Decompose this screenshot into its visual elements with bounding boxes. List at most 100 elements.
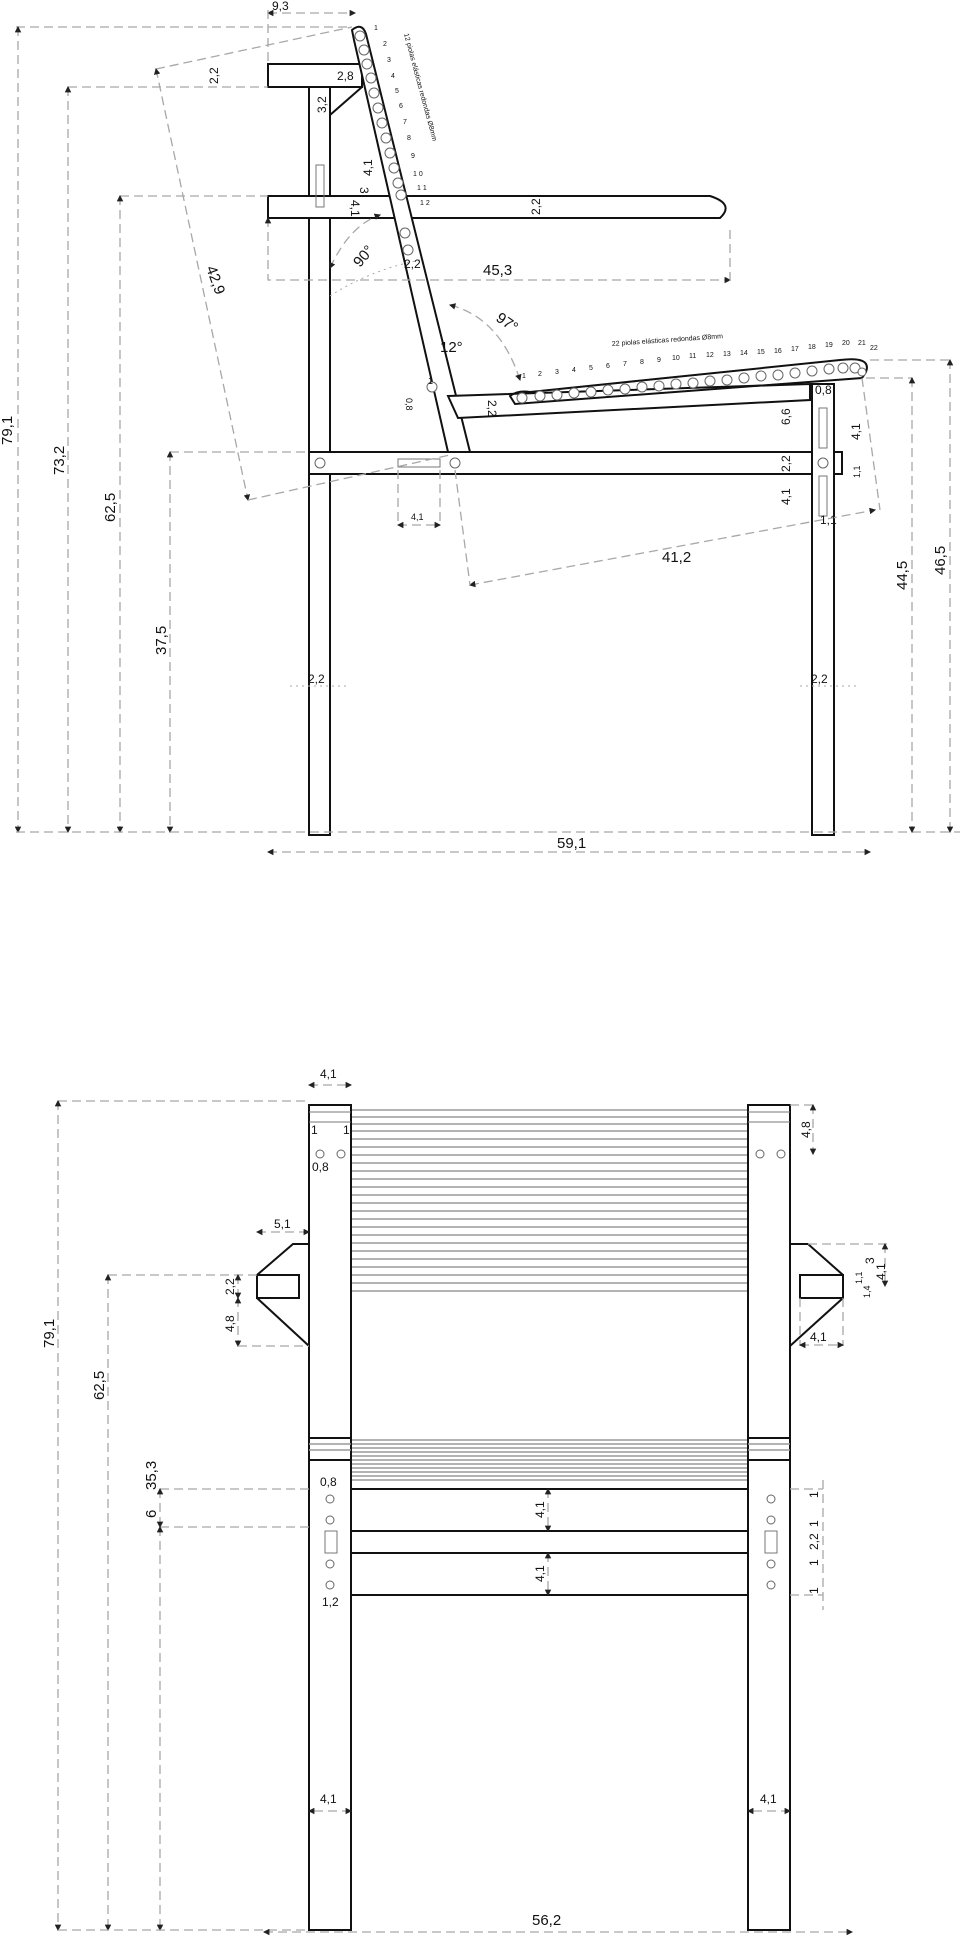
pivot-offset-label: 1 — [428, 376, 433, 386]
svg-text:2: 2 — [383, 41, 387, 48]
slot-width-label: 4,1 — [411, 512, 424, 522]
right-arm-14-label: 1,4 — [862, 1285, 872, 1298]
top-rail-thickness-label: 2,2 — [207, 67, 221, 84]
front-rail-height-label: 2,2 — [779, 455, 793, 472]
post-width-top-label: 4,1 — [320, 1067, 337, 1081]
leg-width-right-label: 4,1 — [760, 1792, 777, 1806]
overall-width-label: 56,2 — [532, 1912, 561, 1929]
svg-text:19: 19 — [825, 342, 833, 349]
back-angle-label: 90° — [350, 242, 378, 270]
svg-text:11: 11 — [689, 353, 696, 360]
svg-text:12: 12 — [706, 352, 714, 359]
arm-thickness-label: 2,2 — [223, 1278, 237, 1295]
backrest-length-label: 42,9 — [202, 264, 228, 297]
peg — [315, 164, 325, 208]
front-hole-gap-label: 1,1 — [852, 465, 862, 478]
seat-angle-label: 97° — [493, 309, 521, 336]
svg-text:1 0: 1 0 — [413, 171, 423, 178]
rail-hole-label: 0,8 — [320, 1475, 337, 1489]
lower-height-label: 35,3 — [143, 1461, 160, 1490]
back-slats — [352, 1109, 748, 1292]
right-arm-41-label: 4,1 — [874, 1263, 888, 1280]
side-labels: 79,1 73,2 62,5 37,5 9,3 2,2 2,8 3,2 42,9… — [0, 0, 949, 852]
middle-rail — [350, 1530, 749, 1554]
front-lower-slot-label: 4,1 — [779, 488, 793, 505]
svg-text:15: 15 — [757, 349, 765, 356]
svg-text:10: 10 — [672, 355, 680, 362]
side-dimensions — [14, 9, 960, 856]
hole-offset-right-label: 1 — [343, 1123, 350, 1137]
brace-width-label: 2,8 — [337, 69, 354, 83]
arm-projection-label: 5,1 — [274, 1217, 291, 1231]
rail-gap-lower-label: 4,1 — [533, 1565, 547, 1582]
rear-leg-width-label: 2,2 — [308, 672, 325, 686]
seat-length-label: 41,2 — [662, 549, 691, 566]
svg-text:13: 13 — [723, 351, 731, 358]
front-leg-hole-label: 0,8 — [815, 383, 832, 397]
svg-text:4: 4 — [391, 73, 395, 80]
front-leg-offset-label: 1,1 — [820, 513, 837, 527]
svg-text:7: 7 — [403, 119, 407, 126]
back-member-width-label: 2,2 — [404, 257, 421, 271]
svg-text:18: 18 — [808, 344, 816, 351]
svg-text:8: 8 — [407, 135, 411, 142]
hole-diameter-label: 0,8 — [312, 1160, 329, 1174]
front-armrest-height-label: 62,5 — [91, 1371, 108, 1400]
front-leg — [811, 383, 835, 836]
svg-text:1: 1 — [522, 373, 526, 380]
svg-text:22: 22 — [870, 345, 878, 352]
right-hole-gap-2: 1 — [807, 1520, 821, 1527]
right-hole-gap-4: 1 — [807, 1559, 821, 1566]
front-overall-height-label: 79,1 — [41, 1319, 58, 1348]
svg-text:17: 17 — [791, 346, 799, 353]
right-hole-gap-3: 2,2 — [807, 1533, 821, 1550]
svg-text:14: 14 — [740, 350, 748, 357]
peg-below-label: 4,1 — [348, 200, 362, 217]
svg-text:20: 20 — [842, 340, 850, 347]
right-hole-gap-1: 1 — [807, 1491, 821, 1498]
front-upper-slot-label: 4,1 — [849, 423, 863, 440]
svg-text:6: 6 — [606, 363, 610, 370]
leg-width-left-label: 4,1 — [320, 1792, 337, 1806]
seat-slats — [352, 1439, 748, 1481]
front-dimensions — [54, 1081, 889, 1936]
right-arm-width-label: 4,1 — [810, 1330, 827, 1344]
seat-strap-numbers: 1 2 3 4 5 6 7 8 9 10 11 12 13 14 15 16 1… — [522, 340, 878, 380]
peg-height-3-label: 3 — [357, 187, 371, 194]
pivot-hole-label: 0,8 — [404, 398, 414, 411]
rail-slot-label: 1,2 — [322, 1595, 339, 1609]
top-offset-label: 9,3 — [272, 0, 289, 13]
svg-text:4: 4 — [572, 367, 576, 374]
armrest-length-label: 45,3 — [483, 262, 512, 279]
right-arm-3-label: 3 — [863, 1257, 877, 1264]
overall-height-label: 79,1 — [0, 416, 16, 445]
side-view — [14, 9, 960, 856]
seat-frame — [446, 382, 811, 420]
seat-strap-holes — [516, 362, 867, 404]
back-top-height-label: 73,2 — [51, 446, 68, 475]
svg-text:2: 2 — [538, 371, 542, 378]
svg-text:6: 6 — [399, 103, 403, 110]
svg-text:1: 1 — [374, 25, 378, 32]
peg-height-41-label: 4,1 — [361, 159, 375, 176]
overall-depth-label: 59,1 — [557, 835, 586, 852]
back-brace — [329, 86, 363, 118]
back-strap-numbers: 1 2 3 4 5 6 7 8 9 1 0 1 1 1 2 — [374, 25, 430, 207]
rail-gap-upper-label: 4,1 — [533, 1501, 547, 1518]
seat-straps-note: 22 piolas elásticas redondas Ø8mm — [612, 333, 724, 348]
svg-text:1 2: 1 2 — [420, 200, 430, 207]
right-hole-gap-5: 1 — [807, 1587, 821, 1594]
svg-text:3: 3 — [387, 57, 391, 64]
armrest-thickness-label: 2,2 — [529, 198, 543, 215]
hole-offset-left-label: 1 — [311, 1123, 318, 1137]
svg-text:8: 8 — [640, 359, 644, 366]
front-leg-width-label: 2,2 — [811, 672, 828, 686]
brace-height-label: 3,2 — [315, 96, 329, 113]
rail-zone-label: 6 — [143, 1510, 160, 1518]
svg-text:3: 3 — [555, 369, 559, 376]
back-straps-note: 12 piolas elásticas redondas Ø8mm — [402, 33, 438, 142]
arm-brace-label: 4,8 — [223, 1315, 237, 1332]
svg-text:1 1: 1 1 — [417, 185, 427, 192]
armrest — [267, 195, 727, 219]
